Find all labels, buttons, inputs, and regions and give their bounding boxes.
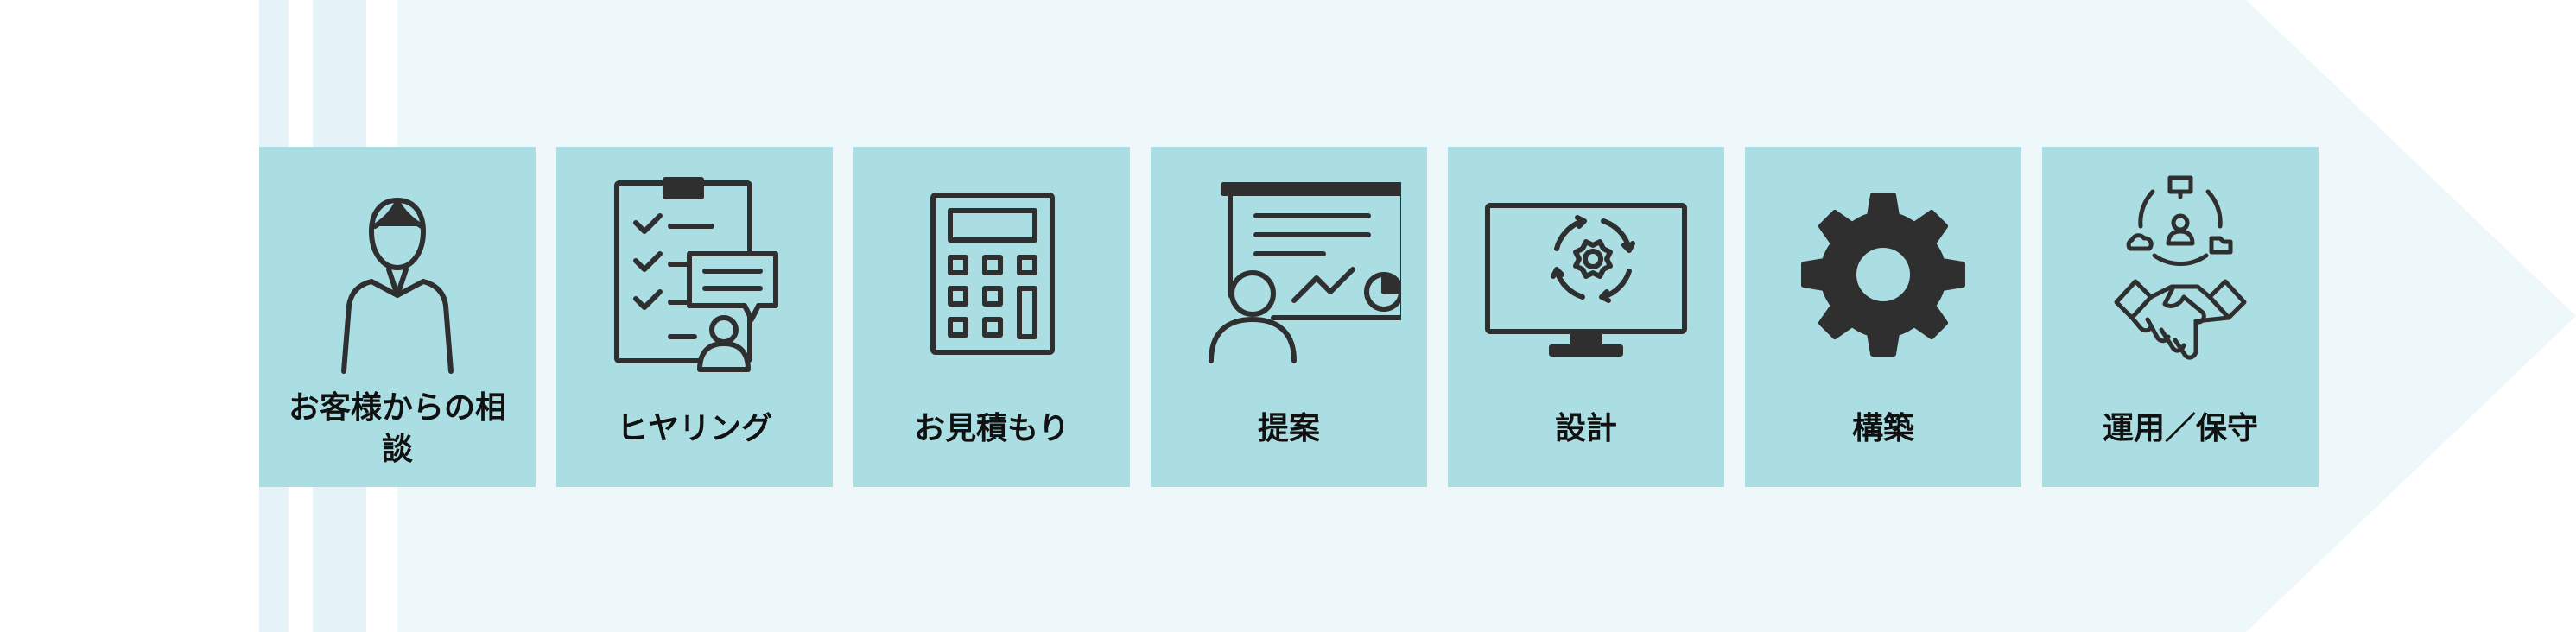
presentation-board-icon [1177,166,1401,382]
step-label: 設計 [1554,411,1617,446]
step-card-operation: 運用／保守 [2042,147,2319,487]
step-label: 構築 [1851,411,1914,446]
step-label: 提案 [1257,411,1320,446]
step-label: 運用／保守 [2102,411,2258,446]
step-card-consultation: お客様からの相談 [259,147,536,487]
step-card-estimate: お見積もり [853,147,1130,487]
step-label: お客様からの相談 [288,390,506,467]
step-label: お見積もり [913,411,1069,446]
step-label: ヒヤリング [616,411,772,446]
step-card-design: 設計 [1448,147,1724,487]
design-monitor-gear-icon [1474,166,1698,382]
step-card-proposal: 提案 [1151,147,1427,487]
steps-row: お客様からの相談 [259,147,2319,487]
gear-icon [1771,166,1995,382]
step-card-build: 構築 [1745,147,2021,487]
hearing-clipboard-icon [582,166,807,382]
step-card-hearing: ヒヤリング [556,147,833,487]
handshake-network-icon [2068,166,2293,382]
consultation-person-icon [285,166,510,382]
calculator-icon [879,166,1104,382]
